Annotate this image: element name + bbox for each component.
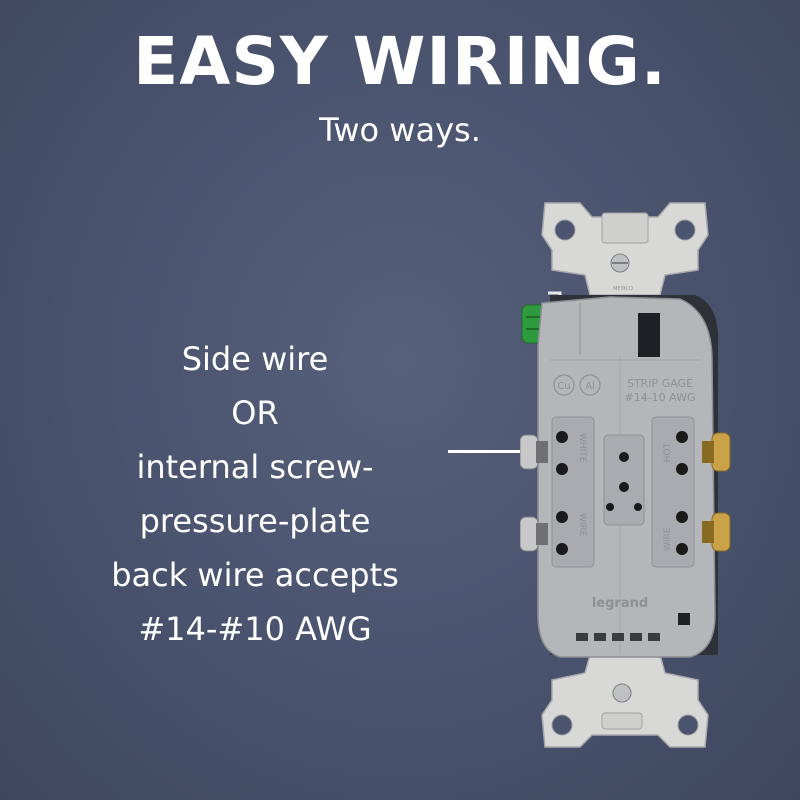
mounting-hole	[677, 714, 699, 736]
wire-hole	[556, 431, 568, 443]
mounting-hole	[674, 219, 696, 241]
wiring-description: Side wire OR internal screw- pressure-pl…	[60, 332, 450, 656]
silver-terminal-screw-icon	[520, 434, 548, 470]
brand-logo: legrand	[592, 596, 648, 611]
silver-terminal-screw-icon	[520, 516, 548, 552]
description-line: OR	[231, 394, 279, 432]
mounting-hole	[551, 714, 573, 736]
strip-gage-awg-label: #14-10 AWG	[624, 391, 695, 404]
wire-hole	[556, 543, 568, 555]
wire-hole	[619, 482, 629, 492]
wire-hole	[676, 463, 688, 475]
description-line: Side wire	[181, 340, 329, 378]
wire-hole	[676, 431, 688, 443]
strip-gage-label: STRIP GAGE	[627, 377, 693, 390]
bottom-vents	[576, 633, 660, 641]
wire-label: WIRE	[577, 513, 587, 537]
hot-wire-label: HOT	[663, 443, 673, 463]
description-line: pressure-plate	[139, 502, 371, 540]
white-wire-label: WHITE	[577, 433, 587, 463]
description-line: #14-#10 AWG	[138, 610, 372, 648]
wire-hole	[556, 511, 568, 523]
headline: EASY WIRING.	[133, 23, 667, 100]
outlet-image: MEXICO Cu	[520, 195, 740, 755]
wire-hole	[606, 503, 614, 511]
svg-text:Cu: Cu	[557, 381, 570, 392]
bottom-mounting-strap	[541, 654, 709, 748]
brass-terminal-screw-icon	[702, 512, 731, 552]
description-line: internal screw-	[136, 448, 374, 486]
back-wire-holes	[556, 431, 688, 555]
svg-text:Al: Al	[585, 381, 595, 392]
wire-hole	[676, 543, 688, 555]
subheadline: Two ways.	[319, 111, 481, 149]
brass-terminal-screw-icon	[702, 432, 731, 472]
wire-hole	[634, 503, 642, 511]
description-line: back wire accepts	[111, 556, 399, 594]
top-mounting-strap: MEXICO	[541, 202, 709, 296]
wire-hole	[556, 463, 568, 475]
mounting-screw-icon	[612, 683, 632, 703]
pointer-line	[448, 450, 520, 453]
wire-hole	[676, 511, 688, 523]
cu-mark	[553, 374, 575, 396]
al-mark	[579, 374, 601, 396]
made-in-label: MEXICO	[613, 286, 633, 292]
mounting-hole	[554, 219, 576, 241]
wire-label: WIRE	[663, 527, 673, 551]
wire-hole	[619, 452, 629, 462]
